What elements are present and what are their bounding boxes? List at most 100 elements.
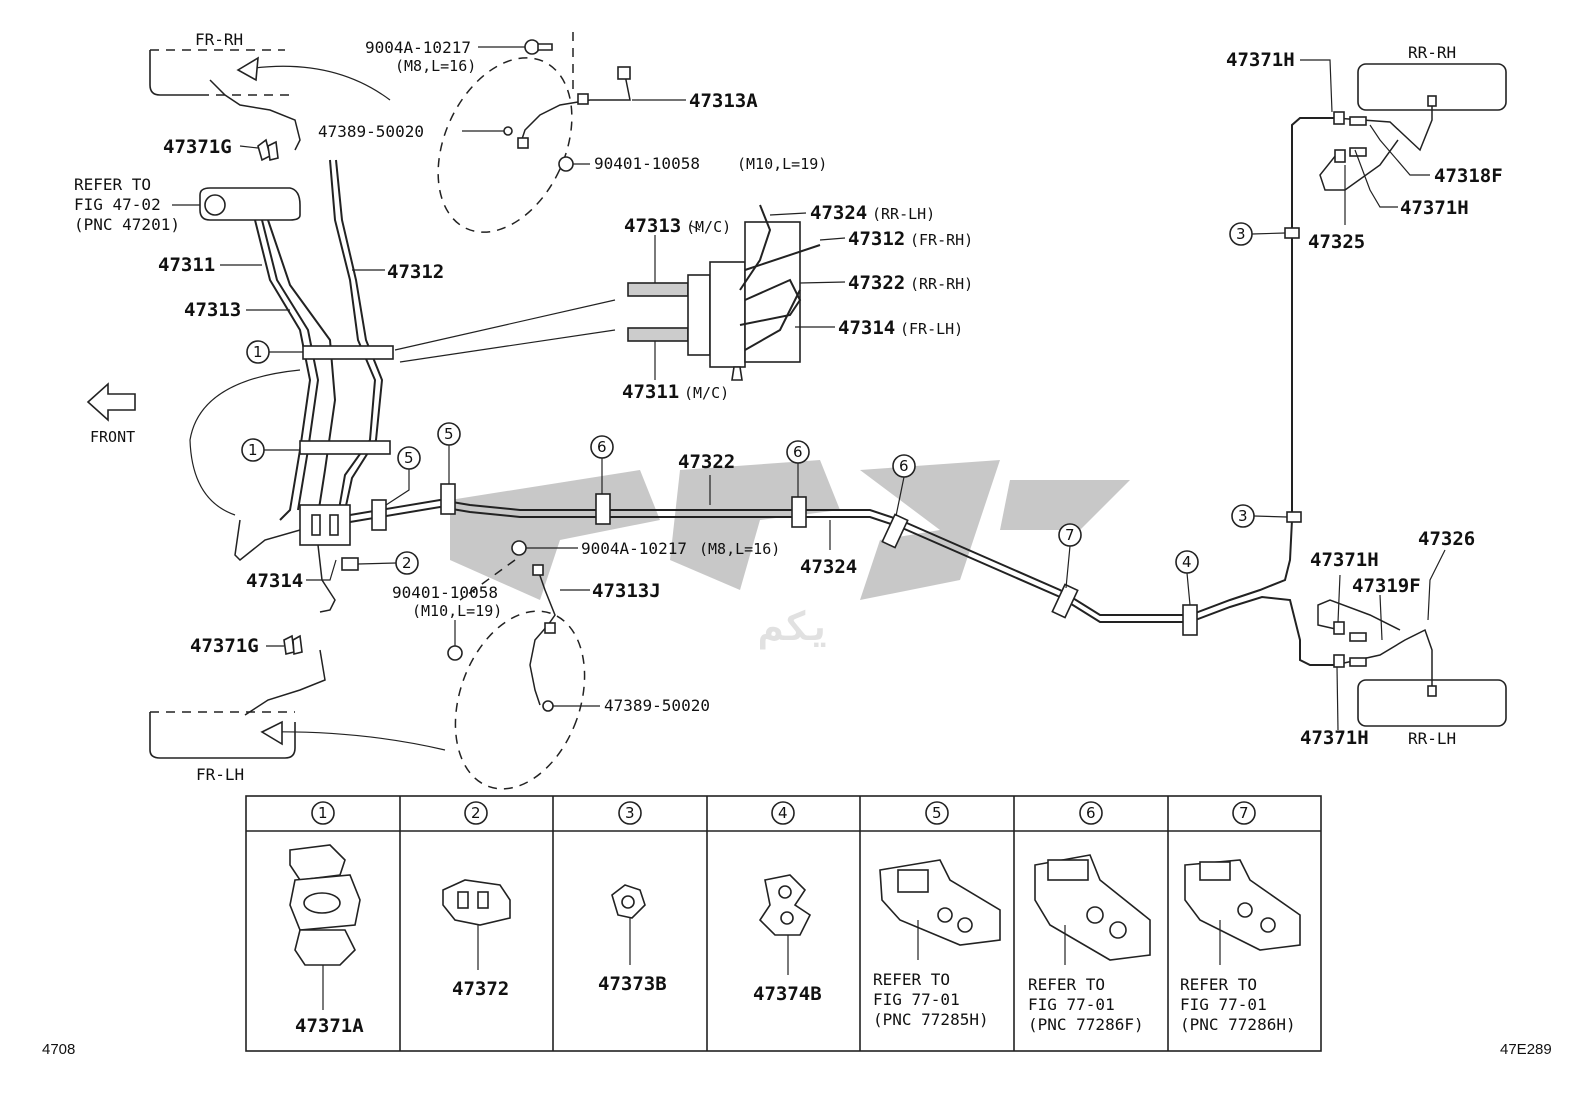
callout-3b: 3 — [1238, 507, 1248, 525]
legend-num-2: 2 — [471, 804, 481, 822]
label-47389-bot: 47389-50020 — [604, 696, 710, 715]
legend-ref6-3: (PNC 77286F) — [1028, 1015, 1144, 1034]
clamp-2 — [341, 557, 359, 571]
label-47326: 47326 — [1418, 528, 1475, 550]
inset-labels: 47313 (M/C) 47311 (M/C) 47324 (RR-LH) 47… — [622, 202, 973, 403]
legend-num-4: 4 — [778, 804, 788, 822]
label-90401-bot-spec: (M10,L=19) — [412, 602, 502, 620]
legend-part-3: 47373B — [598, 973, 667, 995]
clip-47374b-drawing — [758, 874, 812, 975]
inset-47313-tag: (M/C) — [686, 218, 731, 236]
label-90401-top-spec: (M10,L=19) — [737, 155, 827, 173]
legend-part-2: 47372 — [452, 978, 509, 1000]
clip-47372-drawing — [442, 879, 511, 970]
label-47371h-bl: 47371H — [1300, 727, 1369, 749]
legend-ref5-1: REFER TO — [873, 970, 950, 989]
master-cylinder: REFER TO FIG 47-02 (PNC 47201) — [74, 175, 301, 234]
wheel-fr-lh: FR-LH — [149, 711, 446, 784]
callouts: 1 1 2 5 5 6 6 6 7 4 3 3 — [241, 222, 1288, 606]
legend-num-5: 5 — [932, 804, 942, 822]
fr-lh-label: FR-LH — [196, 765, 244, 784]
clamp-6a — [595, 493, 611, 525]
label-47325: 47325 — [1308, 231, 1365, 253]
label-47322: 47322 — [678, 451, 735, 473]
callout-4: 4 — [1182, 553, 1192, 571]
clamp-5a — [371, 499, 387, 531]
label-47371h-ml: 47371H — [1310, 549, 1379, 571]
legend-ref6-2: FIG 77-01 — [1028, 995, 1115, 1014]
fitting-47371g-top — [239, 138, 279, 162]
fr-rh-label: FR-RH — [195, 30, 243, 49]
label-90401-bot: 90401-10058 — [392, 583, 498, 602]
label-47313j: 47313J — [592, 580, 661, 602]
legend-num-6: 6 — [1086, 804, 1096, 822]
callout-5a: 5 — [404, 449, 414, 467]
inset-47314: 47314 — [838, 317, 895, 339]
label-47319f: 47319F — [1352, 575, 1421, 597]
callout-7: 7 — [1065, 526, 1075, 544]
clamp-4 — [1182, 604, 1198, 636]
rr-lh-label: RR-LH — [1408, 729, 1456, 748]
callout-3a: 3 — [1236, 225, 1246, 243]
mc-inset — [394, 204, 846, 381]
rr-rh-label: RR-RH — [1408, 43, 1456, 62]
clip-5-drawing — [879, 859, 1001, 960]
label-47314: 47314 — [246, 570, 303, 592]
callout-6a: 6 — [597, 438, 607, 456]
rear-fittings — [1300, 59, 1446, 731]
clamp-3a — [1284, 227, 1300, 239]
refer-master-1: REFER TO — [74, 175, 151, 194]
clip-47371a-drawing — [289, 844, 361, 1010]
legend-ref5-3: (PNC 77285H) — [873, 1010, 989, 1029]
callout-5b: 5 — [444, 425, 454, 443]
refer-master-3: (PNC 47201) — [74, 215, 180, 234]
label-47371h-tr: 47371H — [1400, 197, 1469, 219]
part-labels: 9004A-10217 (M8,L=16) 47313A 47389-50020… — [158, 38, 1503, 749]
legend-part-4: 47374B — [753, 983, 822, 1005]
callout-2: 2 — [402, 554, 412, 572]
legend-ref7-1: REFER TO — [1180, 975, 1257, 994]
label-9004a-bot-spec: (M8,L=16) — [699, 540, 780, 558]
inset-47324-tag: (RR-LH) — [872, 205, 935, 223]
detail-fr-rh — [437, 32, 686, 233]
legend-ref6-1: REFER TO — [1028, 975, 1105, 994]
junction-block — [299, 504, 351, 546]
legend-num-1: 1 — [318, 804, 328, 822]
callout-6b: 6 — [793, 443, 803, 461]
clamp-6b — [791, 496, 807, 528]
clamp-1-upper — [302, 345, 394, 360]
label-47389-top: 47389-50020 — [318, 122, 424, 141]
wheel-fr-rh: FR-RH — [149, 30, 391, 101]
clamp-6c — [881, 513, 909, 549]
legend-ref5-2: FIG 77-01 — [873, 990, 960, 1009]
inset-47322-tag: (RR-RH) — [910, 275, 973, 293]
clip-7-drawing — [1184, 859, 1301, 965]
inset-47312: 47312 — [848, 228, 905, 250]
front-label: FRONT — [90, 428, 135, 446]
refer-master-2: FIG 47-02 — [74, 195, 161, 214]
legend-table: 1 2 3 4 5 6 7 47371A 47372 47373 — [245, 795, 1322, 1052]
legend-num-7: 7 — [1239, 804, 1249, 822]
label-47313a: 47313A — [689, 90, 758, 112]
legend-num-3: 3 — [625, 804, 635, 822]
inset-47313: 47313 — [624, 215, 681, 237]
label-47312: 47312 — [387, 261, 444, 283]
watermark: يكم — [450, 460, 1130, 650]
label-9004a-top-spec: (M8,L=16) — [395, 57, 476, 75]
inset-47312-tag: (FR-RH) — [910, 231, 973, 249]
footer-left: 4708 — [42, 1041, 75, 1058]
callout-6c: 6 — [899, 457, 909, 475]
fitting-47371g-bot — [266, 634, 303, 656]
label-9004a-top: 9004A-10217 — [365, 38, 471, 57]
inset-47311-tag: (M/C) — [684, 384, 729, 402]
legend-ref7-3: (PNC 77286H) — [1180, 1015, 1296, 1034]
label-47311: 47311 — [158, 254, 215, 276]
clamp-5b — [440, 483, 456, 515]
clamp-7 — [1051, 583, 1079, 619]
label-47371g-top: 47371G — [163, 136, 232, 158]
label-47318f: 47318F — [1434, 165, 1503, 187]
rear-main-lines — [349, 102, 1433, 690]
footer-right: 47E289 — [1500, 1041, 1552, 1058]
inset-47322: 47322 — [848, 272, 905, 294]
